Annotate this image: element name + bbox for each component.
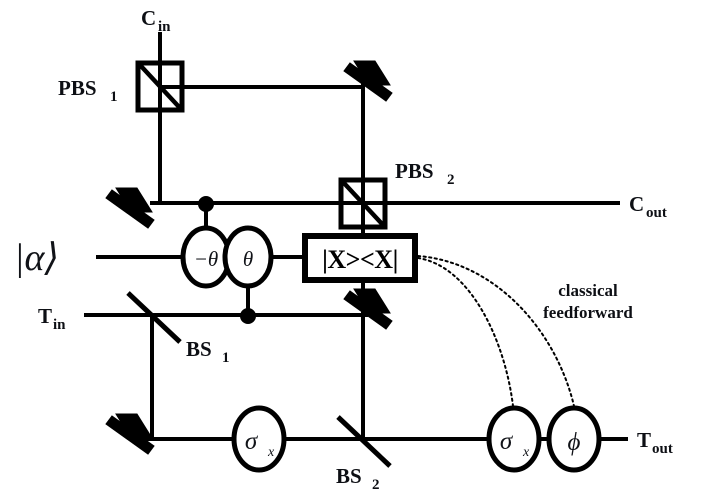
gate-sigma-x-lower-label: σ (245, 428, 259, 455)
bs1-diagonal (126, 291, 182, 344)
port-label-tin-subscript: in (53, 317, 66, 333)
control-dot-upper (198, 196, 214, 212)
pbs2[interactable] (338, 177, 388, 230)
feedforward-label-line2: feedforward (543, 303, 633, 322)
gate-phase-phi[interactable]: ϕ (546, 405, 602, 473)
gate-sigma-x-feed[interactable]: σ x (486, 405, 542, 473)
gate-sigma-x-lower-body[interactable] (231, 405, 287, 473)
pbs2-label: PBS (395, 159, 434, 183)
gate-theta[interactable]: θ (222, 225, 274, 289)
port-label-alpha: |α⟩ (14, 237, 59, 279)
measurement-box-body[interactable] (302, 233, 418, 283)
gate-minus-theta[interactable]: −θ (180, 225, 232, 289)
pbs1-label-subscript: 1 (110, 89, 118, 105)
port-label-cin-subscript: in (158, 19, 171, 35)
gate-sigma-x-feed-body[interactable] (486, 405, 542, 473)
pbs1[interactable] (135, 60, 185, 113)
measurement-box[interactable]: |X><X| (302, 233, 418, 283)
port-label-tout-subscript: out (652, 441, 673, 457)
port-label-tout: T (637, 428, 651, 452)
gate-theta-body[interactable] (222, 225, 274, 289)
bs2-diagonal (336, 415, 392, 468)
pbs2-label-subscript: 2 (447, 172, 455, 188)
feedforward-curve-to-sigma-x (417, 257, 514, 407)
mirror-icon-hatch (105, 415, 155, 455)
mirror-mid-right[interactable] (343, 288, 393, 330)
port-label-cout: C (629, 192, 644, 216)
bs2-label-subscript: 2 (372, 477, 380, 492)
gate-sigma-x-feed-label: σ (500, 428, 514, 455)
measurement-box-label: |X><X| (322, 245, 398, 274)
gate-sigma-x-feed-subscript: x (522, 445, 530, 460)
bs1-label: BS (186, 337, 212, 361)
bs1[interactable] (126, 291, 182, 344)
gate-phase-phi-body[interactable] (546, 405, 602, 473)
bs1-label-subscript: 1 (222, 350, 230, 366)
bs2[interactable] (336, 415, 392, 468)
gate-sigma-x-lower[interactable]: σ x (231, 405, 287, 473)
feedforward-label-line1: classical (558, 281, 618, 300)
mirror-icon-hatch (343, 62, 393, 102)
mirror-top-right[interactable] (343, 60, 393, 102)
mirror-icon-hatch (105, 189, 155, 229)
gate-sigma-x-lower-subscript: x (267, 445, 275, 460)
gate-theta-label: θ (243, 247, 253, 271)
mirror-mid-left[interactable] (105, 187, 155, 229)
mirror-icon-hatch (343, 290, 393, 330)
bs2-label: BS (336, 464, 362, 488)
port-label-cout-subscript: out (646, 205, 667, 221)
feedforward-curve-to-phi (417, 255, 575, 407)
port-label-cin: C (141, 6, 156, 30)
gate-phase-phi-label: ϕ (568, 429, 581, 456)
pbs1-label: PBS (58, 76, 97, 100)
mirror-bottom-left[interactable] (105, 413, 155, 455)
gate-minus-theta-label: −θ (194, 247, 219, 271)
control-dot-lower (240, 308, 256, 324)
port-label-tin: T (38, 304, 52, 328)
